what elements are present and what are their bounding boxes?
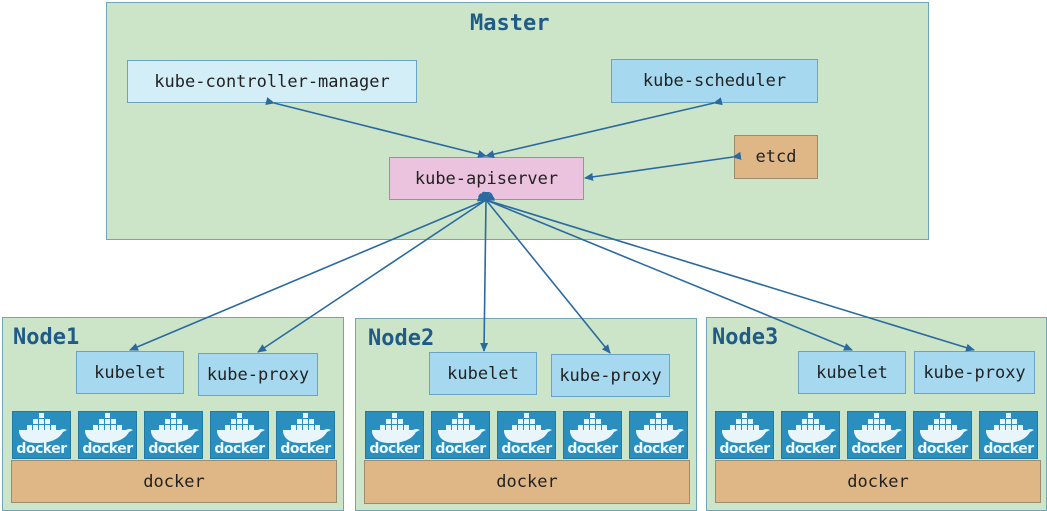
whale-icon xyxy=(854,413,902,443)
whale-icon xyxy=(636,413,684,443)
whale-icon xyxy=(85,413,133,443)
node2-kubelet-box: kubelet xyxy=(429,352,537,395)
docker-logo-icon: docker xyxy=(979,411,1038,459)
node3-title: Node3 xyxy=(712,325,779,350)
docker-logo-icon: docker xyxy=(847,411,906,459)
kube-apiserver-box: kube-apiserver xyxy=(389,157,584,200)
docker-logo-icon: docker xyxy=(78,411,137,459)
node3-docker-box: docker xyxy=(715,460,1041,503)
docker-logo-icon: docker xyxy=(497,411,556,459)
node1-title: Node1 xyxy=(13,325,80,350)
docker-logo-icon: docker xyxy=(715,411,774,459)
docker-logo-icon: docker xyxy=(365,411,424,459)
docker-logo-icon: docker xyxy=(210,411,269,459)
docker-logo-icon: docker xyxy=(276,411,335,459)
whale-icon xyxy=(788,413,836,443)
whale-icon xyxy=(438,413,486,443)
node3-kube-proxy-box: kube-proxy xyxy=(914,351,1035,394)
node2-title: Node2 xyxy=(368,326,435,351)
docker-logo-icon: docker xyxy=(629,411,688,459)
kube-controller-manager-box: kube-controller-manager xyxy=(127,60,417,103)
node2-kube-proxy-box: kube-proxy xyxy=(551,354,670,397)
whale-icon xyxy=(217,413,265,443)
whale-icon xyxy=(986,413,1034,443)
node1-kubelet-box: kubelet xyxy=(76,351,184,394)
master-title: Master xyxy=(470,11,550,36)
whale-icon xyxy=(722,413,770,443)
whale-icon xyxy=(151,413,199,443)
node1-docker-box: docker xyxy=(11,460,337,503)
whale-icon xyxy=(372,413,420,443)
docker-logo-icon: docker xyxy=(12,411,71,459)
docker-logo-icon: docker xyxy=(913,411,972,459)
whale-icon xyxy=(504,413,552,443)
node2-docker-box: docker xyxy=(364,460,690,504)
node1-kube-proxy-box: kube-proxy xyxy=(198,353,318,396)
docker-logo-icon: docker xyxy=(431,411,490,459)
docker-logo-icon: docker xyxy=(563,411,622,459)
kube-scheduler-box: kube-scheduler xyxy=(611,59,818,103)
docker-logo-icon: docker xyxy=(781,411,840,459)
whale-icon xyxy=(19,413,67,443)
whale-icon xyxy=(283,413,331,443)
whale-icon xyxy=(570,413,618,443)
etcd-box: etcd xyxy=(734,135,818,179)
node3-kubelet-box: kubelet xyxy=(798,351,906,394)
master-cluster: Master xyxy=(106,2,929,240)
docker-logo-icon: docker xyxy=(144,411,203,459)
whale-icon xyxy=(920,413,968,443)
